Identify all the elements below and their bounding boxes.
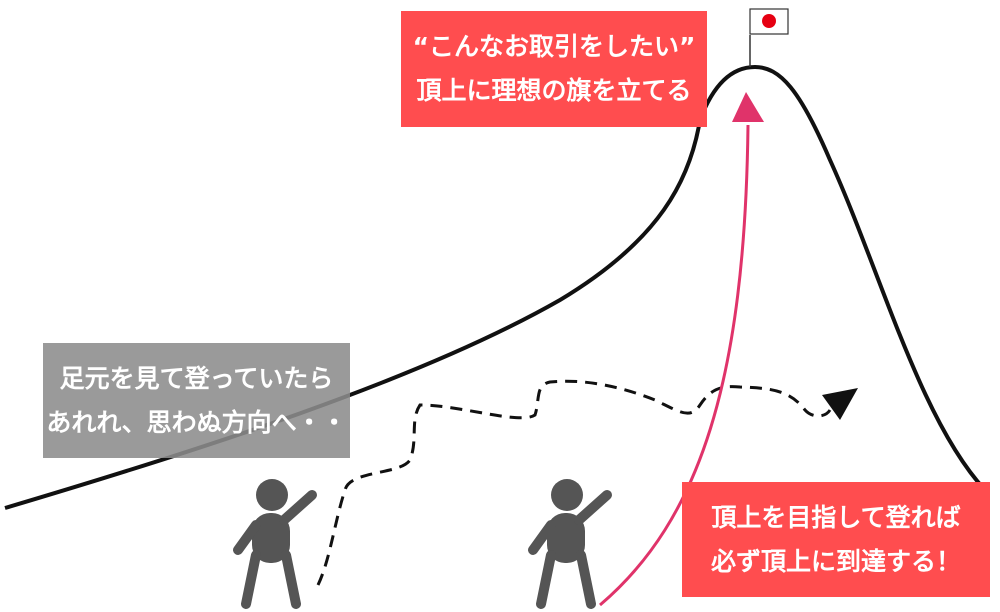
dashed-arrowhead-icon bbox=[822, 388, 858, 420]
goal-line2: 頂上に理想の旗を立てる bbox=[416, 76, 692, 105]
person-icon-right bbox=[528, 479, 612, 609]
direct-arrow-path bbox=[599, 124, 750, 607]
reach-line1: 頂上を目指して登れば bbox=[711, 502, 961, 532]
person-icon-left bbox=[233, 479, 317, 609]
reach-line2: 必ず頂上に到達する！ bbox=[710, 546, 961, 576]
goal-label-box: “こんなお取引をしたい” 頂上に理想の旗を立てる bbox=[401, 11, 707, 127]
wandering-dashed-path bbox=[316, 379, 832, 586]
lost-line1: 足元を見て登っていたら bbox=[59, 363, 334, 393]
direct-arrowhead-icon bbox=[732, 92, 764, 122]
lost-line2: あれれ、思わぬ方向へ・・ bbox=[46, 407, 347, 437]
goal-line1: “こんなお取引をしたい” bbox=[412, 32, 696, 61]
flag-icon bbox=[749, 8, 789, 67]
lost-label-box: 足元を見て登っていたら あれれ、思わぬ方向へ・・ bbox=[43, 343, 350, 458]
reach-label-box: 頂上を目指して登れば 必ず頂上に到達する！ bbox=[682, 482, 990, 597]
